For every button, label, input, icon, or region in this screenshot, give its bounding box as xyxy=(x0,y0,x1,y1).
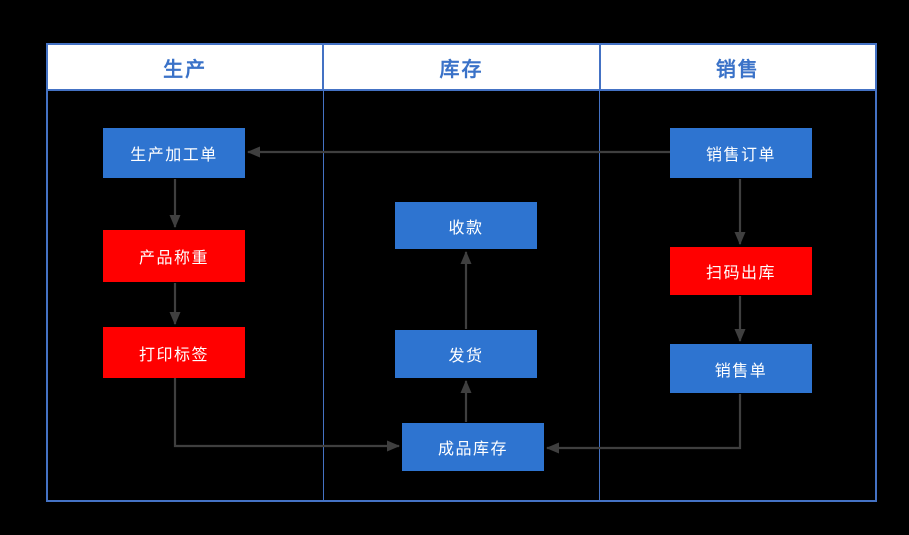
lane-header-row: 生产 库存 销售 xyxy=(48,45,875,91)
node-shipment: 发货 xyxy=(395,330,537,378)
lane-header-inventory: 库存 xyxy=(324,45,601,89)
lane-body-row xyxy=(48,91,875,500)
node-scan-outbound: 扫码出库 xyxy=(670,247,812,295)
swimlane-table: 生产 库存 销售 xyxy=(46,43,877,502)
lane-body-production xyxy=(48,91,324,500)
node-print-label: 打印标签 xyxy=(103,327,245,378)
node-production-order: 生产加工单 xyxy=(103,128,245,178)
lane-header-sales: 销售 xyxy=(715,56,760,81)
node-sales-order: 销售订单 xyxy=(670,128,812,178)
lane-body-inventory xyxy=(324,91,600,500)
node-product-weighing: 产品称重 xyxy=(103,230,245,282)
lane-header-production: 生产 xyxy=(48,45,325,89)
node-receive-payment: 收款 xyxy=(395,202,537,249)
node-finished-goods-inventory: 成品库存 xyxy=(402,423,544,471)
node-sales-slip: 销售单 xyxy=(670,344,812,393)
